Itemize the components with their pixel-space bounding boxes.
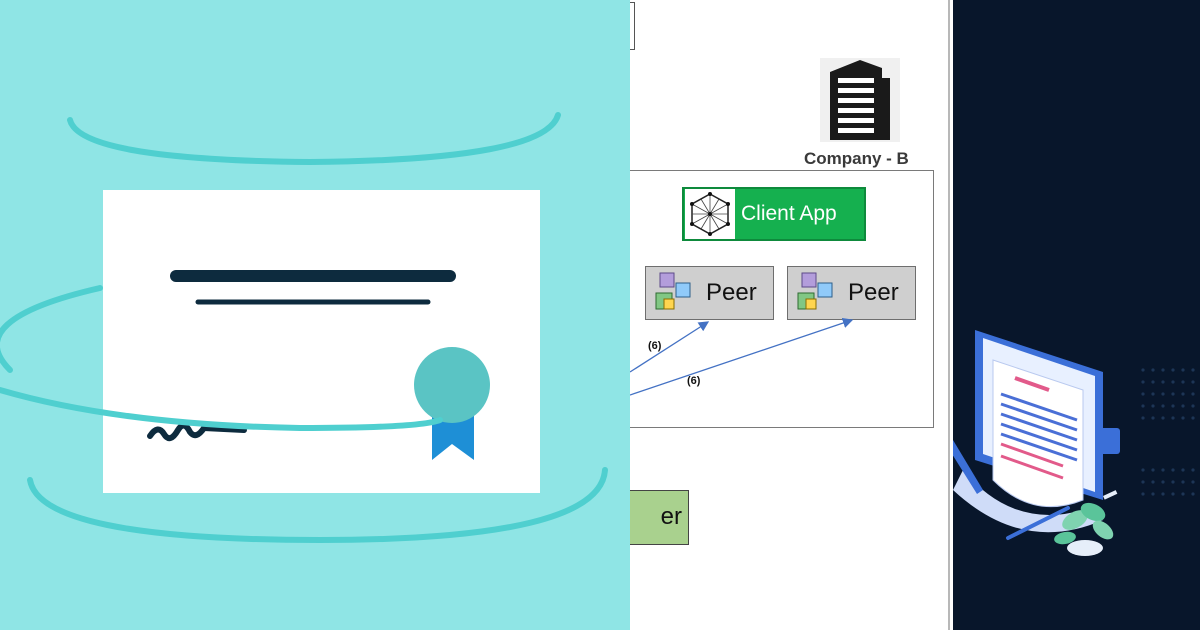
ring-bottom-arc (27, 467, 608, 544)
signature-scribble (147, 422, 247, 442)
arrow-to-peer-2 (630, 317, 854, 396)
certificate-scene (0, 112, 608, 544)
network-diagram: Company - B Client A (630, 0, 950, 630)
partial-green-box: er (630, 490, 689, 545)
document-illustration (953, 0, 1200, 630)
peer-cube-icon (655, 272, 691, 310)
ring-front-arc (0, 387, 443, 432)
document-screen-icon (953, 330, 1103, 533)
ring-top-arc (67, 112, 561, 166)
partial-box-label: er (660, 503, 682, 530)
sequence-label: (6) (648, 340, 662, 352)
peer-label: Peer (848, 279, 899, 306)
sequence-label: (6) (687, 375, 701, 387)
certificate-icon (103, 190, 540, 493)
organization-box (630, 170, 934, 428)
peer-node: Peer (787, 266, 916, 320)
certificate-illustration (0, 0, 630, 630)
hyperledger-logo-icon (685, 189, 735, 239)
dot-grid-decoration (1141, 368, 1195, 496)
ring-left-arc (0, 285, 103, 373)
document-scene (953, 330, 1195, 556)
arrow-to-peer-1 (630, 321, 710, 373)
peer-cube-icon (797, 272, 833, 310)
peer-node: Peer (645, 266, 774, 320)
building-icon (820, 58, 900, 142)
client-app-label: Client App (741, 202, 837, 225)
seal-ribbon-icon (414, 347, 490, 460)
connector-arrows (630, 317, 854, 396)
pencil-icon (953, 440, 1070, 540)
company-label: Company - B (804, 149, 909, 168)
partial-box-top (630, 2, 635, 50)
badge-icon (1100, 428, 1120, 454)
plant-icon (1054, 490, 1118, 556)
peer-label: Peer (706, 279, 757, 306)
client-app-box: Client App (682, 187, 866, 241)
